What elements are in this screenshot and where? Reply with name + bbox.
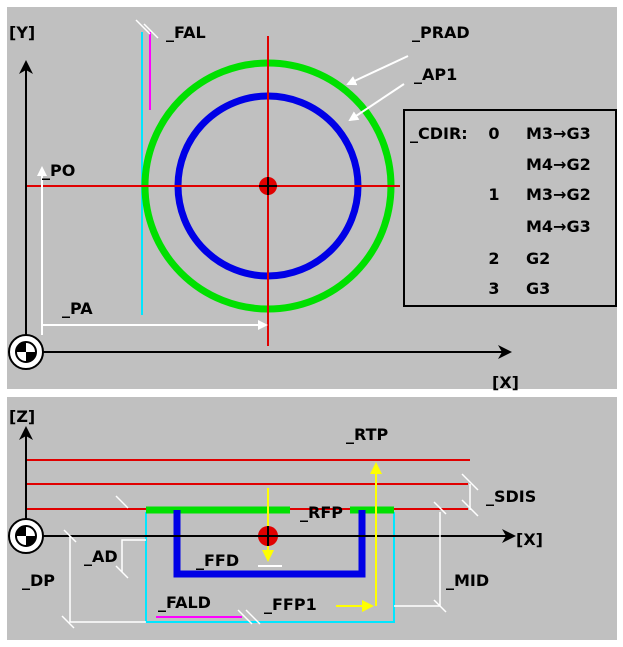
pa-label: _PA — [62, 299, 93, 318]
cdir-row-1-text: M4→G2 — [526, 155, 591, 174]
allowance-outline — [145, 512, 395, 623]
rtp-label: _RTP — [346, 425, 389, 444]
center-point-icon — [259, 177, 277, 195]
ap1-label: _AP1 — [414, 65, 457, 84]
cdir-row-2-num: 1 — [488, 185, 499, 204]
z-axis-label: [Z] — [9, 407, 35, 426]
rfp-label: _RFP — [300, 503, 343, 522]
ad-label: _AD — [84, 547, 118, 566]
ffp1-label: _FFP1 — [264, 595, 317, 614]
po-label: _PO — [42, 161, 75, 180]
fald-label: _FALD — [158, 593, 211, 612]
cdir-row-3-text: M4→G3 — [526, 217, 591, 236]
x-axis-label-top: [X] — [492, 373, 519, 392]
ffd-label: _FFD — [196, 551, 239, 570]
y-axis-label: [Y] — [9, 23, 35, 42]
cdir-row-4-text: G2 — [526, 249, 550, 268]
pocket-profile — [173, 510, 366, 578]
tool-icon — [258, 526, 278, 546]
origin-icon-side — [8, 518, 44, 554]
x-axis-label-side: [X] — [516, 530, 543, 549]
ap1-arrow — [348, 83, 405, 122]
cdir-table: _CDIR: 0 M3→G3 M4→G2 1 M3→G2 M4→G3 2 G2 … — [403, 109, 617, 307]
dp-label: _DP — [22, 571, 55, 590]
prad-label: _PRAD — [412, 23, 470, 42]
mid-label: _MID — [446, 571, 489, 590]
cdir-row-2-text: M3→G2 — [526, 185, 591, 204]
cdir-row-4-num: 2 — [488, 249, 499, 268]
origin-icon-top — [8, 334, 44, 370]
cdir-row-0-text: M3→G3 — [526, 124, 591, 143]
prad-arrow — [346, 55, 409, 86]
cdir-row-0-num: 0 — [488, 124, 499, 143]
cdir-row-5-num: 3 — [488, 279, 499, 298]
cdir-row-5-text: G3 — [526, 279, 550, 298]
sdis-label: _SDIS — [486, 487, 536, 506]
fal-label: _FAL — [166, 23, 206, 42]
fal-guides — [135, 19, 159, 315]
cdir-title: _CDIR: — [410, 124, 468, 143]
side-panel — [7, 397, 617, 640]
dimension-lines — [61, 473, 479, 629]
